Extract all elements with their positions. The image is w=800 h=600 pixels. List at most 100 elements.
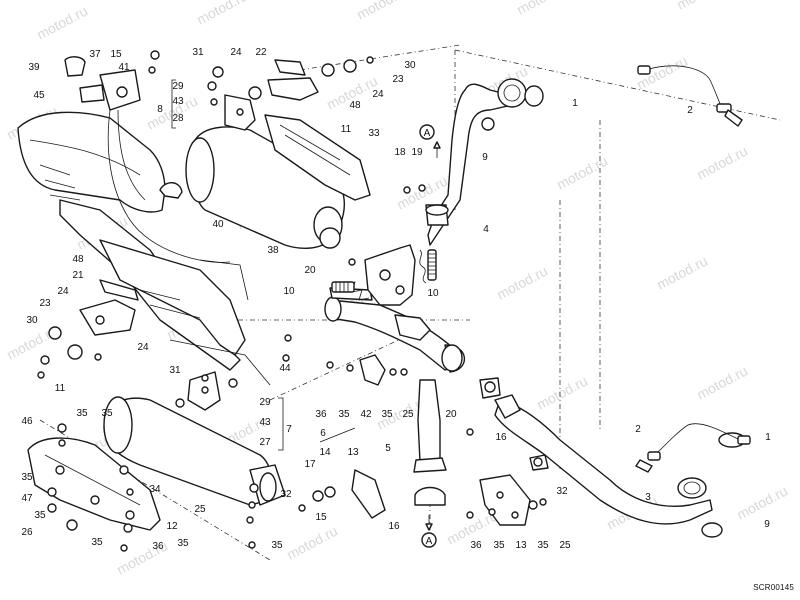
callout-c35h: 35 <box>177 538 189 549</box>
callout-c18: 18 <box>394 147 406 158</box>
upper-silencer <box>185 114 371 249</box>
valve-actuator <box>64 56 249 301</box>
callout-c15b: 15 <box>315 512 327 523</box>
callout-c47: 47 <box>21 493 33 504</box>
footpeg-bracket-left <box>79 279 139 336</box>
callout-c27: 27 <box>259 437 271 448</box>
callout-c6: 6 <box>320 428 326 439</box>
callout-c24c: 24 <box>57 286 69 297</box>
callout-c35g: 35 <box>91 537 103 548</box>
callout-c23b: 23 <box>39 298 51 309</box>
callout-c24d: 24 <box>137 342 149 353</box>
callout-c19: 19 <box>411 147 423 158</box>
callout-c9b: 9 <box>764 519 770 530</box>
callout-c24b: 24 <box>372 89 384 100</box>
watermark-text: motod.ru <box>694 143 750 183</box>
callout-c30b: 30 <box>26 315 38 326</box>
callout-c35b: 35 <box>381 409 393 420</box>
callout-c20a: 20 <box>304 265 316 276</box>
callout-c44: 44 <box>279 363 291 374</box>
watermark-text: motod.ru <box>694 363 750 403</box>
watermark-text: motod.ru <box>554 153 610 193</box>
callout-c35j: 35 <box>493 540 505 551</box>
callout-c9a: 9 <box>482 152 488 163</box>
callout-c5: 5 <box>385 443 391 454</box>
callout-c10a: 10 <box>283 286 295 297</box>
callout-c11a: 11 <box>341 124 352 135</box>
exhaust-valve-bracket <box>364 244 431 341</box>
callout-c25b: 25 <box>194 504 206 515</box>
group-bracket-8 <box>171 79 176 129</box>
callout-c25a: 25 <box>402 409 414 420</box>
callout-c35i: 35 <box>271 540 283 551</box>
watermark-text: motod.ru <box>194 0 250 28</box>
callout-c38: 38 <box>267 245 279 256</box>
callout-c37: 37 <box>89 49 101 60</box>
header-pipe-rear <box>425 78 544 246</box>
callout-c1b: 1 <box>765 432 771 443</box>
callout-c16b: 16 <box>388 521 400 532</box>
callout-c35f: 35 <box>34 510 46 521</box>
lower-silencer <box>103 396 286 506</box>
callout-c35k: 35 <box>537 540 549 551</box>
callout-c8: 8 <box>157 104 163 115</box>
section-marker-top: A <box>419 124 441 158</box>
callout-c25c: 25 <box>559 540 571 551</box>
callout-c13b: 13 <box>515 540 527 551</box>
small-hardware <box>331 249 437 301</box>
callout-c43b: 43 <box>259 417 271 428</box>
callout-c7: 7 <box>286 424 292 435</box>
watermark-text: motod.ru <box>514 0 570 18</box>
watermark-text: motod.ru <box>534 373 590 413</box>
callout-c22: 22 <box>255 47 267 58</box>
callout-c14: 14 <box>319 447 331 458</box>
callout-c26: 26 <box>21 527 33 538</box>
callout-c35c: 35 <box>76 408 88 419</box>
lower-heat-shield <box>27 437 161 531</box>
watermark-text: motod.ru <box>654 253 710 293</box>
watermark-text: motod.ru <box>284 523 340 563</box>
callout-c42: 42 <box>360 409 372 420</box>
callout-c2b: 2 <box>635 424 641 435</box>
callout-c28: 28 <box>172 113 184 124</box>
callout-c32a: 32 <box>280 489 292 500</box>
callout-c48b: 48 <box>72 254 84 265</box>
rear-subframe <box>17 111 271 386</box>
collector-pipe <box>324 287 466 473</box>
callout-c36c: 36 <box>470 540 482 551</box>
callout-c35a: 35 <box>338 409 350 420</box>
callout-c36a: 36 <box>315 409 327 420</box>
callout-c30a: 30 <box>404 60 416 71</box>
callout-c16a: 16 <box>495 432 507 443</box>
callout-c20b: 20 <box>445 409 457 420</box>
callout-c31a: 31 <box>192 47 204 58</box>
callout-c45: 45 <box>33 90 45 101</box>
callout-c35e: 35 <box>21 472 33 483</box>
silencer-bracket-upper <box>224 59 319 131</box>
lambda-sensor-lower <box>635 423 751 473</box>
callout-c23a: 23 <box>392 74 404 85</box>
figure-code: SCR00145 <box>753 583 794 592</box>
callout-c21: 21 <box>72 270 84 281</box>
callout-c39: 39 <box>28 62 40 73</box>
callout-c33: 33 <box>368 128 380 139</box>
watermark-text: motod.ru <box>734 483 790 523</box>
callout-c29a: 29 <box>172 81 184 92</box>
callout-c17: 17 <box>304 459 316 470</box>
section-marker-bottom: A <box>421 515 437 548</box>
group-bracket-7 <box>278 397 284 451</box>
watermark-text: motod.ru <box>494 263 550 303</box>
callout-c3: 3 <box>645 492 651 503</box>
callout-c48a: 48 <box>349 100 361 111</box>
callout-c34: 34 <box>149 484 161 495</box>
pipe-clamps <box>351 377 549 519</box>
callout-c13a: 13 <box>347 447 359 458</box>
group-bracket-6 <box>319 427 356 443</box>
silencer-bracket-lower <box>187 371 221 411</box>
callout-c31b: 31 <box>169 365 181 376</box>
callout-c15a: 15 <box>110 49 122 60</box>
watermark-text: motod.ru <box>674 0 730 13</box>
callout-c36b: 36 <box>152 541 164 552</box>
